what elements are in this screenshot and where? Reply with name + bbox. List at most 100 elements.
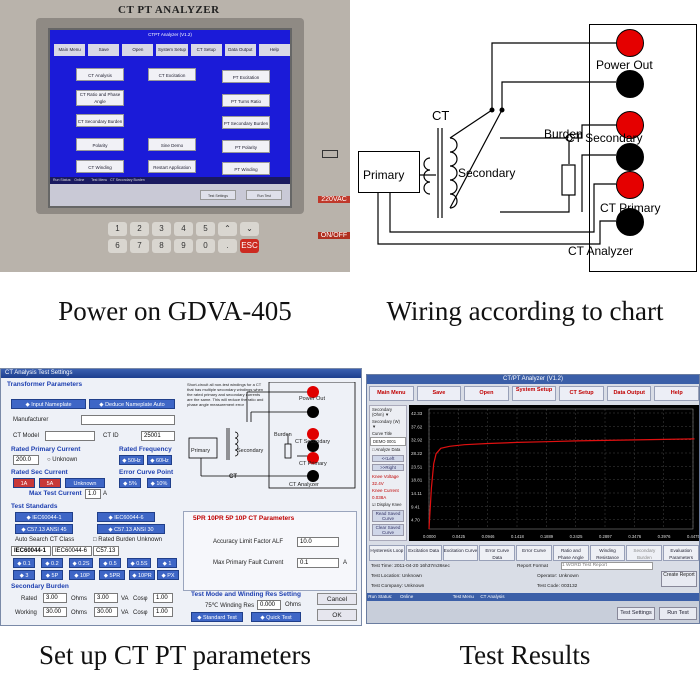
key[interactable]: 7 (130, 239, 149, 253)
report-format-select[interactable]: 1 WORD Test Report (561, 562, 653, 570)
right-button[interactable]: >>Right (372, 464, 404, 471)
key-down-icon[interactable]: ⌄ (240, 222, 259, 236)
run-test-button[interactable]: Run Test (659, 607, 697, 620)
key[interactable]: 9 (174, 239, 193, 253)
working-burden-input[interactable]: 30.00 (43, 607, 67, 617)
menu-open[interactable]: Open (464, 386, 509, 401)
ct-model-input[interactable] (45, 431, 95, 441)
screen-run-test-button[interactable]: Run Test (246, 190, 282, 200)
tab-winding-resistance[interactable]: Winding Resistance (589, 545, 626, 561)
rated-primary-input[interactable]: 200.0 (13, 455, 39, 465)
terminal-ct-secondary-black[interactable] (616, 143, 644, 171)
read-saved-button[interactable]: Read Saved Curve (372, 510, 404, 522)
sec-5a-button[interactable]: 5A (39, 478, 61, 488)
rated-cos-input[interactable]: 1.00 (153, 593, 173, 603)
key[interactable]: 3 (152, 222, 171, 236)
curve-title-value[interactable]: DEMO 0001 (370, 437, 406, 446)
rated-burden-unknown-check[interactable]: □ Rated Burden Unknown (93, 537, 163, 543)
tab-error-curve-data[interactable]: Error Curve Data (479, 545, 516, 561)
create-report-button[interactable]: Create Report (661, 571, 697, 587)
class-button[interactable]: ◆ PX (157, 570, 179, 580)
class-button[interactable]: ◆ 0.2 (41, 558, 63, 568)
screen-button[interactable]: PT Excitation (222, 70, 270, 83)
sec-unknown-button[interactable]: Unknown (65, 478, 105, 488)
screen-menu-system[interactable]: System Setup (156, 44, 188, 56)
class-button[interactable]: ◆ 0.2S (69, 558, 93, 568)
menu-data-output[interactable]: Data Output (606, 386, 652, 401)
class-button[interactable]: ◆ 10P (69, 570, 95, 580)
axis-select-y[interactable]: Secondary (W) ▼ (372, 419, 400, 429)
screen-button[interactable]: CT Excitation (148, 68, 196, 81)
terminal-ct-primary-black[interactable] (616, 208, 644, 236)
deduce-nameplate-button[interactable]: ◆ Deduce Nameplate Auto (89, 399, 175, 409)
screen-button[interactable]: PT Secondary Burden (222, 116, 270, 129)
alf-input[interactable]: 10.0 (297, 537, 339, 547)
class-button[interactable]: ◆ 10PR (129, 570, 155, 580)
screen-button[interactable]: CT Ratio and Phase Angle (76, 90, 124, 106)
rated-primary-unknown[interactable]: ○ Unknown (47, 457, 78, 463)
screen-menu-main[interactable]: Main Menu (54, 44, 86, 56)
rated-burden-input[interactable]: 3.00 (43, 593, 67, 603)
sec-1a-button[interactable]: 1A (13, 478, 35, 488)
clear-saved-button[interactable]: Clear Saved Curve (372, 524, 404, 536)
axis-select-x[interactable]: Secondary (Ohm) ▼ (372, 407, 393, 417)
tab-secondary-burden[interactable]: Secondary Burden (626, 545, 663, 561)
screen-test-settings-button[interactable]: Test Settings (200, 190, 236, 200)
class-button[interactable]: ◆ 1 (157, 558, 177, 568)
tab-ratio-phase[interactable]: Ratio and Phase Angle (552, 545, 589, 561)
manufacturer-input[interactable] (81, 415, 175, 425)
ec-5-button[interactable]: ◆ 5% (119, 478, 141, 488)
key[interactable]: 6 (108, 239, 127, 253)
winding-res-input[interactable]: 0.000 (257, 600, 281, 610)
key[interactable]: 0 (196, 239, 215, 253)
tab-excitation-data[interactable]: Excitation Data (405, 545, 442, 561)
terminal-ct-secondary-red[interactable] (616, 111, 644, 139)
tab-excitation-curve[interactable]: Excitation Curve (442, 545, 479, 561)
display-knee-check[interactable]: ☑ Display Knee (372, 502, 402, 507)
screen-button[interactable]: Polarity (76, 138, 124, 151)
class-button[interactable]: ◆ 5PR (99, 570, 125, 580)
key[interactable]: 2 (130, 222, 149, 236)
power-switch-label[interactable]: ON/OFF (318, 232, 350, 239)
std-iec60044-1[interactable]: ◆ IEC60044-1 (15, 512, 73, 522)
freq-60-button[interactable]: ◆ 60Hz (147, 455, 172, 465)
class-tab-iec6[interactable]: IEC60044-6 (52, 546, 92, 556)
menu-help[interactable]: Help (654, 386, 699, 401)
class-button[interactable]: ◆ 0.5 (99, 558, 121, 568)
key[interactable]: 4 (174, 222, 193, 236)
screen-button[interactable]: PT Polarity (222, 140, 270, 153)
tab-hysteresis[interactable]: Hysteresis Loop (369, 545, 405, 561)
screen-button[interactable]: PT Winding Resistance (222, 162, 270, 185)
key[interactable]: 1 (108, 222, 127, 236)
screen-menu-open[interactable]: Open (122, 44, 154, 56)
tab-evaluation[interactable]: Evaluation Parameters (663, 545, 699, 561)
test-settings-button[interactable]: Test Settings (617, 607, 655, 620)
screen-button[interactable]: PT Turns Ratio (222, 94, 270, 107)
cancel-button[interactable]: Cancel (317, 593, 357, 605)
key[interactable]: 8 (152, 239, 171, 253)
terminal-power-out-red[interactable] (616, 29, 644, 57)
max-test-current-input[interactable]: 1.0 (85, 489, 101, 499)
screen-button[interactable]: CT Secondary Burden (76, 114, 124, 127)
class-tab-c57[interactable]: C57.13 (93, 546, 119, 556)
screen-menu-help[interactable]: Help (258, 44, 290, 56)
screen-button[interactable]: Restart Application (148, 160, 196, 173)
class-button[interactable]: ◆ 0.5S (127, 558, 151, 568)
standard-test-button[interactable]: ◆ Standard Test (191, 612, 243, 622)
rated-va-input[interactable]: 3.00 (94, 593, 118, 603)
left-button[interactable]: <<Left (372, 455, 404, 462)
mpfc-input[interactable]: 0.1 (297, 558, 339, 568)
working-cos-input[interactable]: 1.00 (153, 607, 173, 617)
terminal-ct-primary-red[interactable] (616, 171, 644, 199)
menu-save[interactable]: Save (416, 386, 462, 401)
menu-ct-setup[interactable]: CT Setup (559, 386, 604, 401)
key[interactable]: 5 (196, 222, 215, 236)
screen-menu-ct-setup[interactable]: CT Setup (190, 44, 222, 56)
std-iec60044-6[interactable]: ◆ IEC60044-6 (97, 512, 155, 522)
menu-main[interactable]: Main Menu (369, 386, 414, 401)
key[interactable]: . (218, 239, 237, 253)
std-c57-30[interactable]: ◆ C57.13 ANSI 30 (97, 524, 165, 534)
screen-menu-data-output[interactable]: Data Output (224, 44, 256, 56)
freq-50-button[interactable]: ◆ 50Hz (119, 455, 144, 465)
ec-10-button[interactable]: ◆ 10% (147, 478, 171, 488)
